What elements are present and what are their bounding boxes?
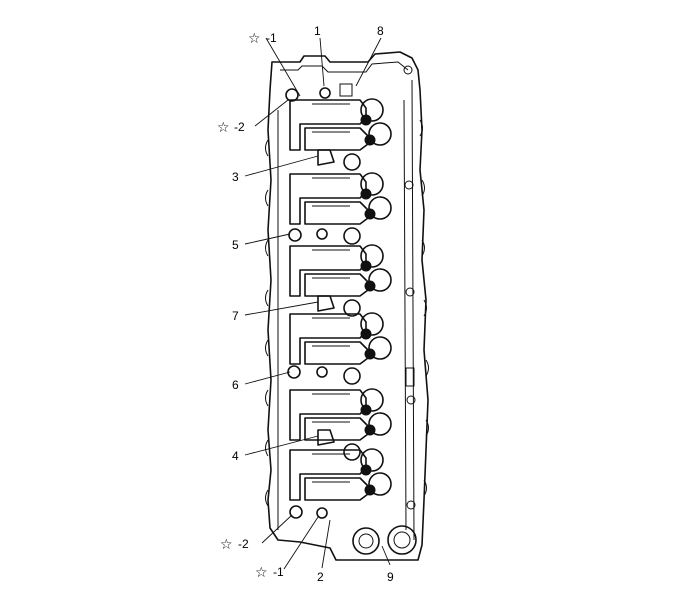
rocker-group-5	[289, 388, 392, 461]
callout-star-bottom-2: -2	[238, 537, 249, 551]
rocker-group-2	[289, 172, 392, 245]
callout-7: 7	[232, 309, 239, 323]
callout-2: 2	[317, 570, 324, 584]
callout-3: 3	[232, 170, 239, 184]
callout-5: 5	[232, 238, 239, 252]
head-casting	[265, 51, 429, 561]
rocker-group-3	[289, 244, 392, 317]
callout-1: 1	[314, 24, 321, 38]
callout-star-bottom-1: -1	[273, 565, 284, 579]
rocker-group-6	[289, 448, 392, 501]
star-bottom-2-symbol: ☆	[220, 537, 233, 553]
callout-star-top-2: -2	[234, 120, 245, 134]
star-top-1-symbol: ☆	[248, 31, 261, 47]
callouts: ☆ -1 1 8 ☆ -2 3 5 7 6 4 ☆ -2 ☆ -1 2 9	[217, 24, 394, 584]
leader-lines	[244, 37, 391, 570]
callout-6: 6	[232, 378, 239, 392]
rocker-group-4	[289, 312, 392, 385]
callout-4: 4	[232, 449, 239, 463]
callout-8: 8	[377, 24, 384, 38]
rocker-group-1	[289, 98, 392, 171]
shaft-brackets	[285, 83, 353, 519]
star-bottom-1-symbol: ☆	[255, 565, 268, 581]
callout-9: 9	[387, 570, 394, 584]
star-top-2-symbol: ☆	[217, 120, 230, 136]
callout-star-top-1: -1	[266, 31, 277, 45]
port-bosses	[352, 525, 417, 555]
